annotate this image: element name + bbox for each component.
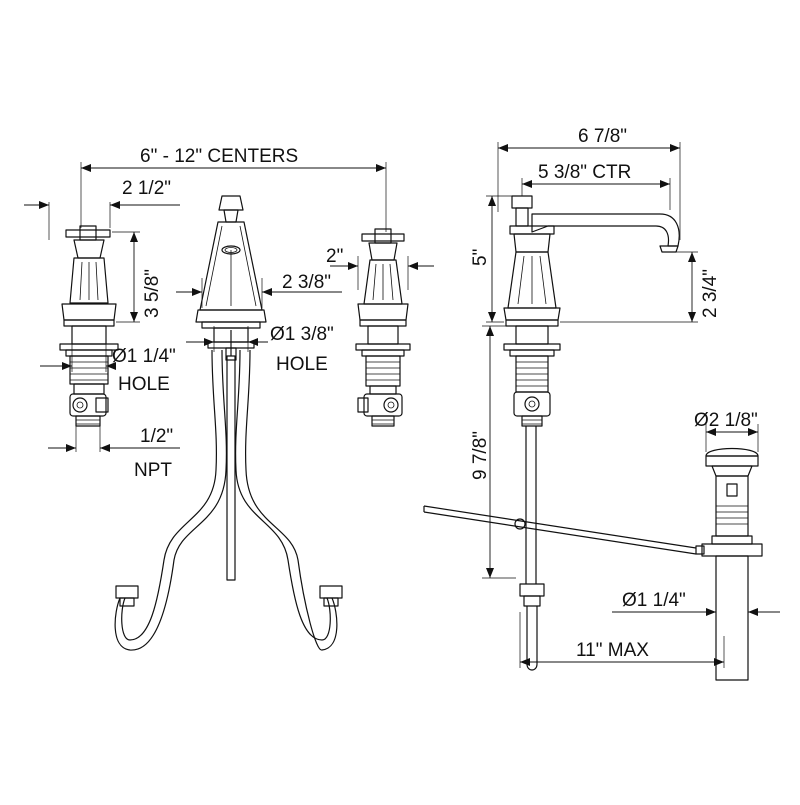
centers-label: 6" - 12" CENTERS — [140, 146, 298, 167]
side-faucet — [503, 195, 680, 671]
handle-offset-label: 2" — [326, 246, 343, 267]
spout-clearance-label: 2 3/4" — [700, 269, 721, 318]
handle-hole-word: HOLE — [118, 374, 170, 395]
spout-reach-label: 5 3/8" CTR — [538, 162, 631, 183]
left-handle — [59, 225, 119, 427]
lift-rod-max-label: 11" MAX — [576, 640, 649, 661]
overall-height-label: 5" — [470, 249, 491, 266]
handle-width-label: 2 1/2" — [122, 178, 171, 199]
side-view: 6 7/8" 5 3/8" CTR 5" 2 3/4" 9 7/ — [423, 126, 780, 681]
right-handle — [355, 228, 411, 427]
spout-hole-label: Ø1 3/8" — [270, 324, 334, 345]
drain-flange-label: Ø2 1/8" — [694, 410, 758, 431]
side-dimensions: 6 7/8" 5 3/8" CTR 5" 2 3/4" 9 7/ — [470, 126, 780, 668]
spout-base-label: 2 3/8" — [282, 272, 331, 293]
handle-hole-label: Ø1 1/4" — [112, 346, 176, 367]
front-view: 6" - 12" CENTERS 2 1/2" 3 5/8" Ø1 1/4" H… — [24, 146, 434, 651]
below-deck-label: 9 7/8" — [470, 431, 491, 480]
supply-hoses — [114, 330, 343, 651]
drain-tailpiece-label: Ø1 1/4" — [622, 590, 686, 611]
overall-depth-label: 6 7/8" — [578, 126, 627, 147]
spout-hole-word: HOLE — [276, 354, 328, 375]
handle-height-label: 3 5/8" — [142, 269, 163, 318]
supply-size-label: 1/2" — [140, 426, 173, 447]
supply-thread-label: NPT — [134, 460, 172, 481]
side-drain — [423, 447, 763, 681]
front-dimensions: 6" - 12" CENTERS 2 1/2" 3 5/8" Ø1 1/4" H… — [24, 146, 434, 481]
